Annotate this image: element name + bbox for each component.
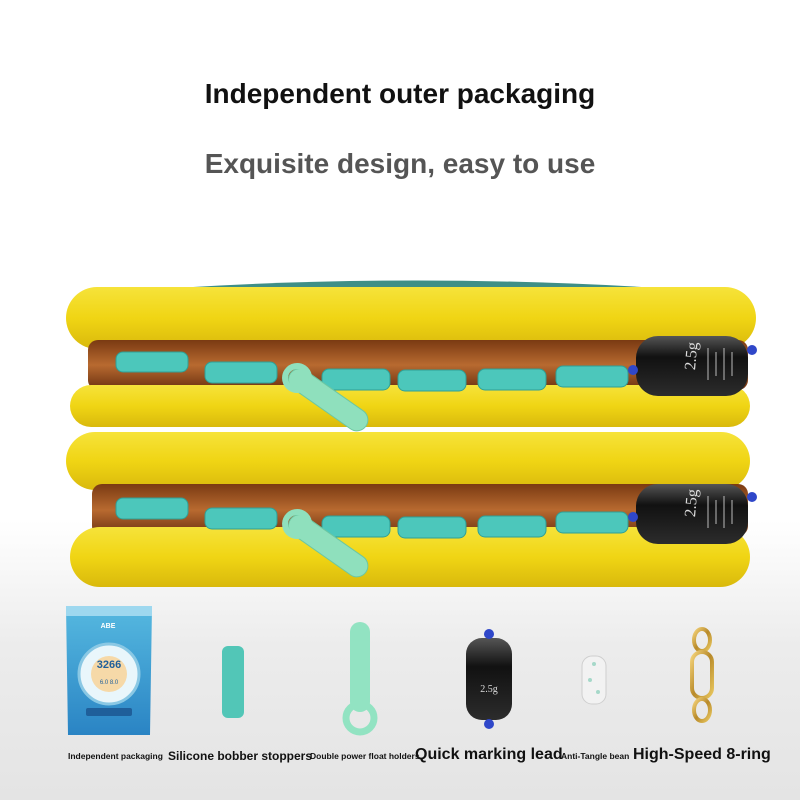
stopper-row [115, 497, 629, 539]
component-label-swivel: High-Speed 8-ring [633, 746, 771, 763]
package-model: 3266 [97, 659, 121, 671]
silicone-stopper [397, 516, 467, 539]
lead-image-marking: 2.5g [480, 684, 498, 695]
stopper-row [115, 351, 629, 392]
silicone-stopper [555, 365, 629, 388]
bean-image [581, 655, 607, 705]
component-label-packaging: Independent packaging [68, 751, 163, 761]
float-holder-image [342, 622, 378, 736]
component-label-stoppers: Silicone bobber stoppers [168, 749, 313, 763]
lead-marking: 2.5g [682, 341, 701, 370]
marking-lead: 2.5g [628, 484, 757, 544]
component-label-float-holders: Double power float holders [310, 751, 420, 761]
silicone-stopper [555, 511, 629, 534]
silicone-stopper [477, 515, 547, 538]
lead-marking: 2.5g [682, 488, 701, 517]
foam-disc [66, 432, 750, 490]
package-brand: ABE [101, 623, 116, 630]
foam-disc [66, 287, 756, 349]
component-label-lead: Quick marking lead [415, 746, 563, 763]
silicone-stopper [397, 369, 467, 392]
component-label-bean: Anti-Tangle bean [561, 751, 630, 761]
silicone-stopper [477, 368, 547, 391]
silicone-stopper [321, 515, 391, 538]
page-title: Independent outer packaging [204, 78, 596, 109]
marking-lead: 2.5g [628, 336, 757, 396]
page-subtitle: Exquisite design, easy to use [204, 148, 596, 179]
foam-disc [70, 385, 750, 427]
silicone-stopper [204, 361, 278, 384]
foam-disc [70, 527, 750, 587]
package-spec: 6.0 8.0 [100, 680, 119, 686]
lead-image: 2.5g [466, 629, 512, 729]
silicone-stopper [115, 497, 189, 520]
package-image: ABE 3266 6.0 8.0 [66, 606, 152, 735]
silicone-stopper [321, 368, 391, 391]
swivel-image [690, 627, 714, 723]
stopper-image [222, 646, 244, 718]
silicone-stopper [115, 351, 189, 373]
silicone-stopper [204, 507, 278, 530]
